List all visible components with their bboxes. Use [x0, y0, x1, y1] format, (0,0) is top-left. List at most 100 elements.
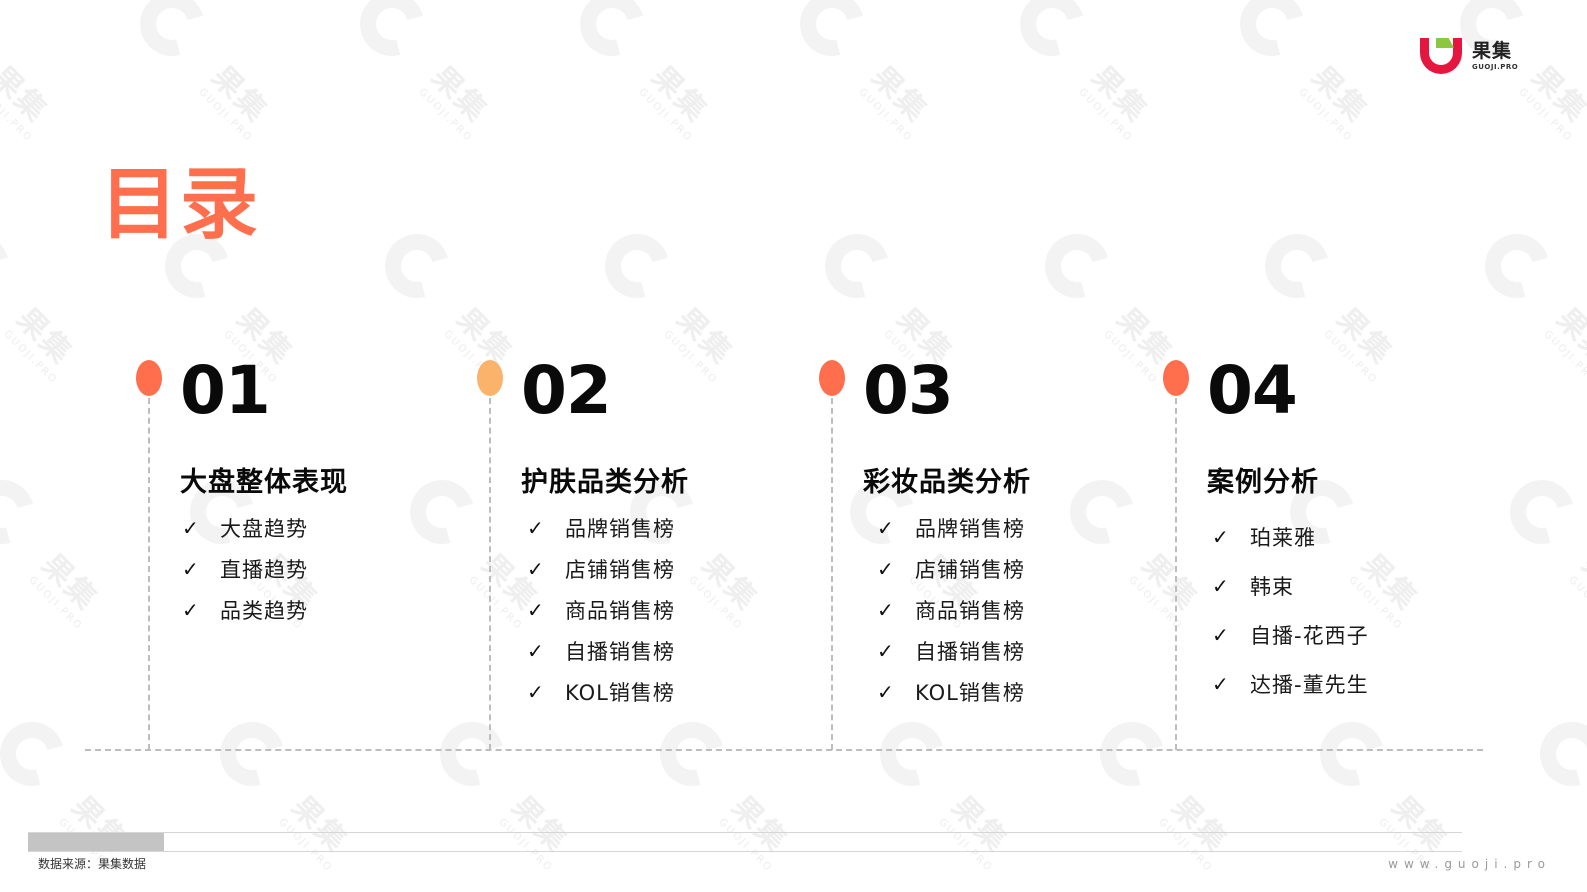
- check-icon: ✓: [527, 679, 544, 704]
- watermark-subtext: GUOJI.PRO: [1516, 86, 1575, 145]
- section-number: 01: [180, 352, 271, 429]
- list-item: ✓品类趋势: [182, 597, 308, 623]
- watermark-text: 果集: [0, 59, 55, 130]
- watermark-text: 果集: [1084, 59, 1155, 130]
- watermark-subtext: GUOJI.PRO: [1, 328, 60, 387]
- timeline-vertical-line: [831, 398, 833, 750]
- watermark-text: 果集: [204, 59, 275, 130]
- watermark-g-icon: [0, 710, 76, 798]
- watermark-g-icon: [868, 710, 956, 798]
- watermark-g-icon: [1473, 222, 1561, 310]
- watermark-g-icon: [1498, 468, 1586, 556]
- list-item: ✓商品销售榜: [877, 597, 1025, 623]
- watermark-text: 果集: [34, 547, 105, 618]
- check-icon: ✓: [527, 515, 544, 540]
- watermark-g-icon: [1008, 0, 1096, 68]
- check-icon: ✓: [182, 597, 199, 622]
- watermark-text: 果集: [1304, 59, 1375, 130]
- watermark-subtext: GUOJI.PRO: [416, 86, 475, 145]
- data-source-note: 数据来源：果集数据: [38, 857, 147, 871]
- section-title: 彩妆品类分析: [863, 467, 1031, 498]
- check-icon: ✓: [527, 638, 544, 663]
- watermark-subtext: GUOJI.PRO: [1541, 328, 1587, 387]
- watermark-subtext: GUOJI.PRO: [1321, 328, 1380, 387]
- page-title: 目录: [100, 160, 261, 250]
- watermark-subtext: GUOJI.PRO: [196, 86, 255, 145]
- footer-bar-fill: [28, 833, 164, 851]
- check-icon: ✓: [1212, 622, 1229, 647]
- watermark-subtext: GUOJI.PRO: [1076, 86, 1135, 145]
- watermark-g-icon: [1058, 468, 1146, 556]
- watermark-g-icon: [208, 710, 296, 798]
- watermark-text: 果集: [9, 301, 80, 372]
- list-item: ✓店铺销售榜: [527, 556, 675, 582]
- watermark-g-icon: [593, 222, 681, 310]
- watermark-subtext: GUOJI.PRO: [1296, 86, 1355, 145]
- check-icon: ✓: [877, 515, 894, 540]
- watermark-text: 果集: [669, 301, 740, 372]
- section-title: 护肤品类分析: [521, 467, 689, 498]
- section-item-list: ✓大盘趋势 ✓直播趋势 ✓品类趋势: [182, 507, 308, 630]
- check-icon: ✓: [1212, 573, 1229, 598]
- section-number: 02: [521, 352, 612, 429]
- check-icon: ✓: [182, 556, 199, 581]
- watermark-g-icon: [813, 222, 901, 310]
- watermark-g-icon: [568, 0, 656, 68]
- timeline-dot: [477, 360, 503, 396]
- check-icon: ✓: [527, 597, 544, 622]
- watermark-g-icon: [373, 222, 461, 310]
- check-icon: ✓: [877, 679, 894, 704]
- watermark-subtext: GUOJI.PRO: [856, 86, 915, 145]
- watermark-text: 果集: [1549, 301, 1587, 372]
- list-item: ✓大盘趋势: [182, 515, 308, 541]
- watermark-g-icon: [348, 0, 436, 68]
- list-item: ✓商品销售榜: [527, 597, 675, 623]
- check-icon: ✓: [1212, 524, 1229, 549]
- watermark-subtext: GUOJI.PRO: [661, 328, 720, 387]
- section-number: 04: [1207, 352, 1298, 429]
- watermark-g-icon: [648, 710, 736, 798]
- watermark-text: 果集: [694, 547, 765, 618]
- watermark-g-icon: [788, 0, 876, 68]
- footer-bar: [28, 832, 1462, 852]
- watermark-text: 果集: [864, 59, 935, 130]
- logo-name-en: GUOJI.PRO: [1472, 62, 1519, 71]
- list-item: ✓店铺销售榜: [877, 556, 1025, 582]
- list-item: ✓自播销售榜: [877, 638, 1025, 664]
- timeline-vertical-line: [148, 398, 150, 750]
- list-item: ✓KOL销售榜: [877, 679, 1025, 705]
- timeline-horizontal-line: [85, 749, 1483, 751]
- list-item: ✓韩束: [1212, 573, 1294, 599]
- check-icon: ✓: [877, 597, 894, 622]
- check-icon: ✓: [877, 556, 894, 581]
- watermark-g-icon: [428, 710, 516, 798]
- section-item-list: ✓品牌销售榜 ✓店铺销售榜 ✓商品销售榜 ✓自播销售榜 ✓KOL销售榜: [877, 507, 1025, 712]
- list-item: ✓达播-董先生: [1212, 671, 1369, 697]
- watermark-text: 果集: [424, 59, 495, 130]
- section-item-list: ✓品牌销售榜 ✓店铺销售榜 ✓商品销售榜 ✓自播销售榜 ✓KOL销售榜: [527, 507, 675, 712]
- watermark-g-icon: [0, 222, 21, 310]
- watermark-g-icon: [398, 468, 486, 556]
- watermark-g-icon: [1228, 0, 1316, 68]
- watermark-text: 果集: [1329, 301, 1400, 372]
- watermark-text: 果集: [1524, 59, 1587, 130]
- watermark-subtext: GUOJI.PRO: [1101, 328, 1160, 387]
- watermark-g-icon: [128, 0, 216, 68]
- list-item: ✓品牌销售榜: [877, 515, 1025, 541]
- list-item: ✓自播销售榜: [527, 638, 675, 664]
- list-item: ✓自播-花西子: [1212, 622, 1369, 648]
- watermark-g-icon: [0, 468, 46, 556]
- list-item: ✓品牌销售榜: [527, 515, 675, 541]
- watermark-subtext: GUOJI.PRO: [26, 574, 85, 633]
- timeline-dot: [1163, 360, 1189, 396]
- section-item-list: ✓珀莱雅 ✓韩束 ✓自播-花西子 ✓达播-董先生: [1212, 512, 1369, 708]
- check-icon: ✓: [527, 556, 544, 581]
- watermark-text: 果集: [1574, 547, 1587, 618]
- list-item: ✓直播趋势: [182, 556, 308, 582]
- section-number: 03: [863, 352, 954, 429]
- watermark-subtext: GUOJI.PRO: [0, 86, 35, 145]
- timeline-dot: [819, 360, 845, 396]
- watermark-g-icon: [1308, 710, 1396, 798]
- watermark-text: 果集: [1134, 547, 1205, 618]
